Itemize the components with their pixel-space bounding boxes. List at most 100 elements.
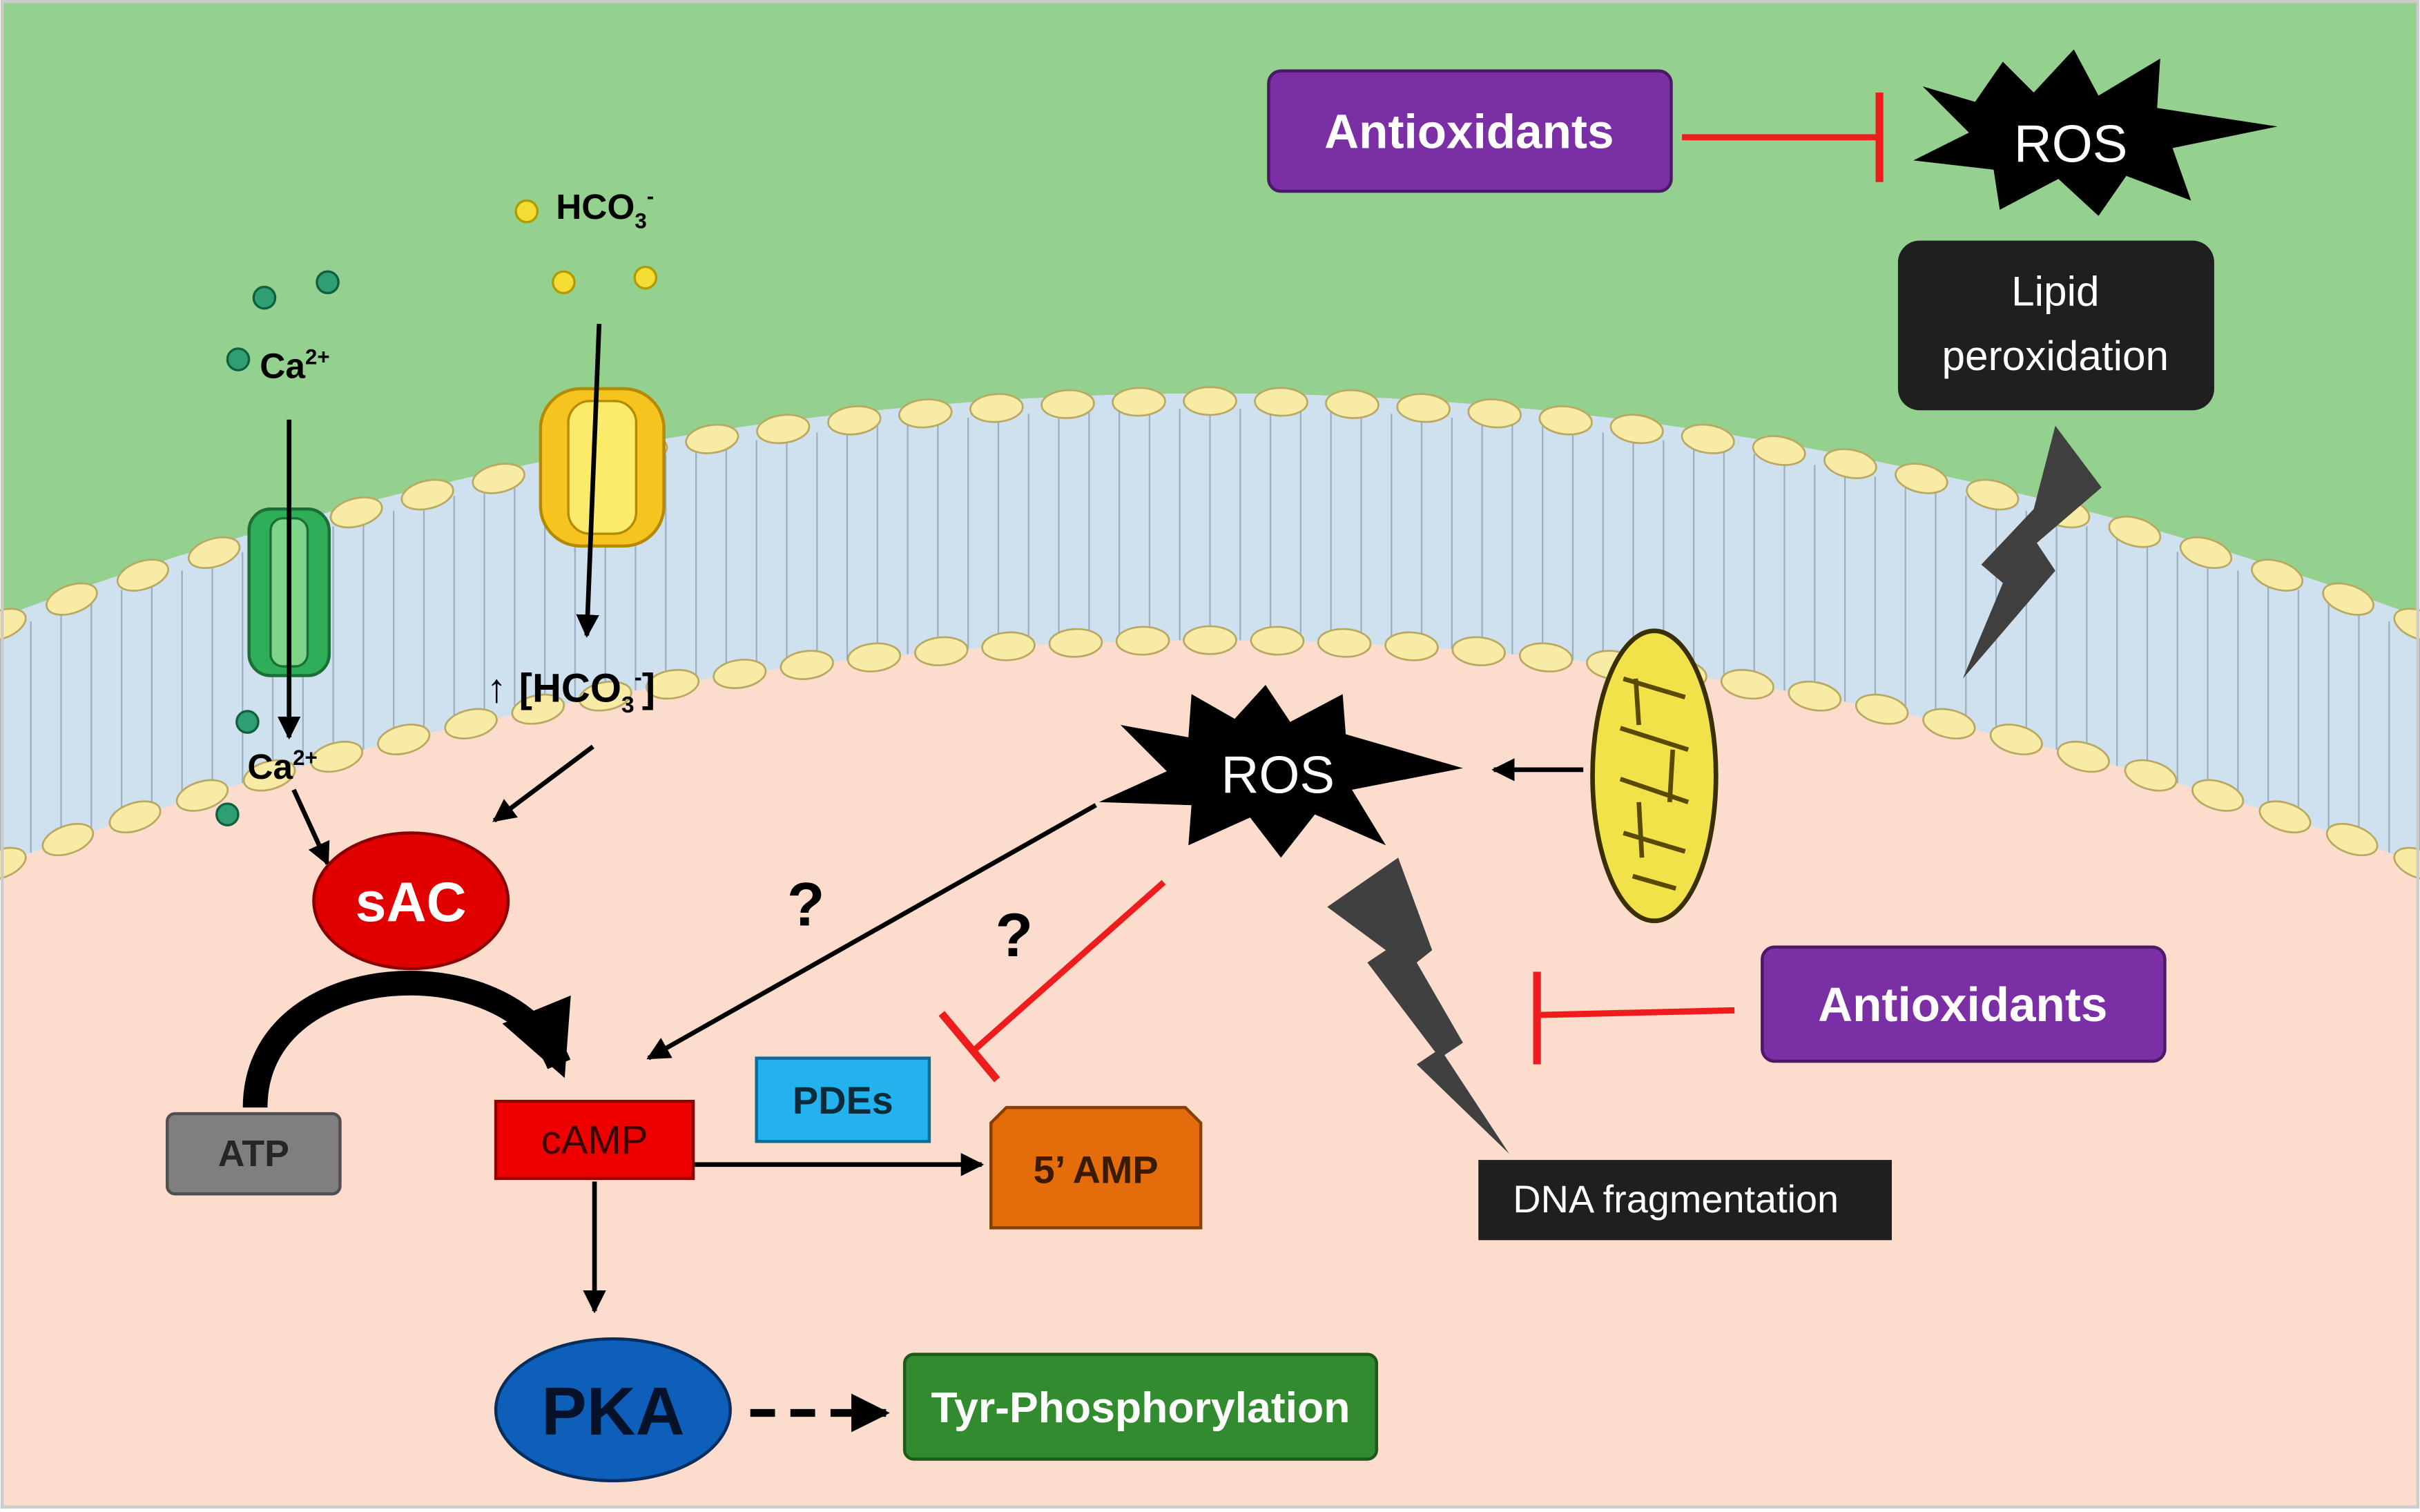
lipid-peroxidation-line1: Lipid [2011,267,2099,314]
lipid-head-outer [472,463,525,494]
lipid-head-outer [2322,582,2374,616]
ca-extracellular-label: Ca2+ [260,345,329,385]
amp5-box [989,1105,1203,1230]
tyr-phosphorylation-box [902,1353,1379,1461]
antioxidants-mid-box [1761,945,2167,1063]
hco3-extracellular-label: HCO3- [556,184,654,233]
lipid-heads-outer [0,386,2420,642]
lipid-head-inner [846,642,902,672]
bicarbonate-channel [539,387,666,548]
ca-intracellular-label: Ca2+ [247,746,317,786]
lipid-head-inner [780,650,834,680]
amp5-label: 5’ AMP [1034,1148,1159,1192]
lipid-head-inner [175,779,229,812]
lipid-head-outer [1396,393,1451,423]
lipid-head-outer [756,414,811,445]
hco3-to-sac-arrow [492,744,594,823]
ca-to-sac-arrow [291,788,330,866]
lipid-head-outer [187,536,241,570]
ros-inhibit-pdes-line [973,880,1166,1051]
lightning-bolt-dna [1327,857,1509,1154]
lipid-head-outer [1183,386,1237,416]
lipid-head-inner [1183,625,1237,655]
lipid-head-inner [2124,759,2178,792]
pka-label: PKA [541,1373,685,1449]
antioxidants-inhibit-dna-line [1540,1007,1735,1018]
lipid-head-outer [969,393,1024,423]
lipid-head-inner [1317,628,1372,658]
bicarbonate-ions [514,199,658,295]
lipid-head-inner [713,659,767,690]
lipid-head-inner [1720,668,1774,700]
antioxidants-top-box [1267,69,1673,193]
lipid-head-inner [914,636,969,666]
ros-to-camp-arrow [646,803,1097,1060]
lipid-head-inner [1518,642,1574,672]
ros-top-label: ROS [2014,115,2128,174]
question-mark-1: ? [787,869,825,938]
lipid-head-inner [1855,693,1909,725]
sac-node [312,831,510,971]
lipid-head-outer [1040,389,1095,419]
lipid-peroxidation-line2: peroxidation [1942,332,2169,379]
lipid-head-outer [1609,414,1664,445]
question-mark-2: ? [995,900,1033,969]
hco3-intracellular-label: ↑[HCO3-] [487,665,655,718]
antioxidants-mid-label: Antioxidants [1818,978,2107,1031]
atp-box [165,1112,342,1196]
lipid-head-inner [646,668,700,700]
lipid-head-outer [116,559,169,592]
lipid-head-inner [377,724,431,755]
lightning-bolt-top [1962,425,2102,679]
lipid-heads-inner-row [0,625,2420,881]
lipid-head-outer [400,478,454,511]
mitochondrion [1590,628,1719,924]
lipid-head-outer [1467,398,1522,429]
lipid-head-inner [1989,724,2043,755]
lipid-head-outer [827,405,882,436]
ros-mid-burst [1098,684,1463,858]
camp-box [494,1099,695,1181]
lipid-head-inner [2325,822,2379,857]
lipid-head-outer [1254,387,1308,417]
tyr-phosphorylation-label: Tyr-Phosphorylation [931,1384,1350,1432]
pka-node [494,1337,732,1483]
dna-fragmentation-label: DNA fragmentation [1513,1177,1839,1221]
lipid-head-outer [1538,405,1593,436]
lipid-head-inner [1922,708,1976,739]
lipid-head-outer [1112,387,1166,417]
lipid-head-outer [2179,536,2233,570]
antioxidants-top-label: Antioxidants [1324,104,1614,158]
pdes-label: PDEs [793,1078,893,1122]
lipid-head-inner [1048,628,1103,658]
lipid-head-outer [1895,463,1948,494]
lipid-head-outer [46,582,98,616]
lipid-head-outer [1752,435,1806,466]
lipid-head-inner [1250,626,1305,656]
lipid-head-inner [1451,636,1506,666]
lipid-peroxidation-box [1897,240,2214,411]
lipid-head-inner [2258,800,2312,834]
bicarbonate-influx-arrow [576,324,602,638]
lipid-head-inner [108,800,162,834]
pdes-box [755,1056,931,1143]
lipid-head-inner [242,759,296,792]
lipid-head-outer [2251,559,2304,592]
lipid-head-outer [1325,389,1380,419]
lipid-head-inner [578,681,632,712]
lipid-head-outer [1681,423,1735,454]
lipid-head-inner [1788,680,1842,712]
lipid-head-outer [329,496,383,529]
atp-to-camp-curve [242,971,571,1108]
lipid-head-inner [41,822,95,857]
lipid-head-inner [2191,779,2245,812]
lipid-head-inner [310,740,363,773]
ros-mid-label: ROS [1221,746,1335,804]
calcium-ions [215,270,340,826]
lipid-head-outer [2108,516,2162,548]
lipid-head-inner [444,708,498,739]
lipid-head-inner [1384,631,1439,661]
